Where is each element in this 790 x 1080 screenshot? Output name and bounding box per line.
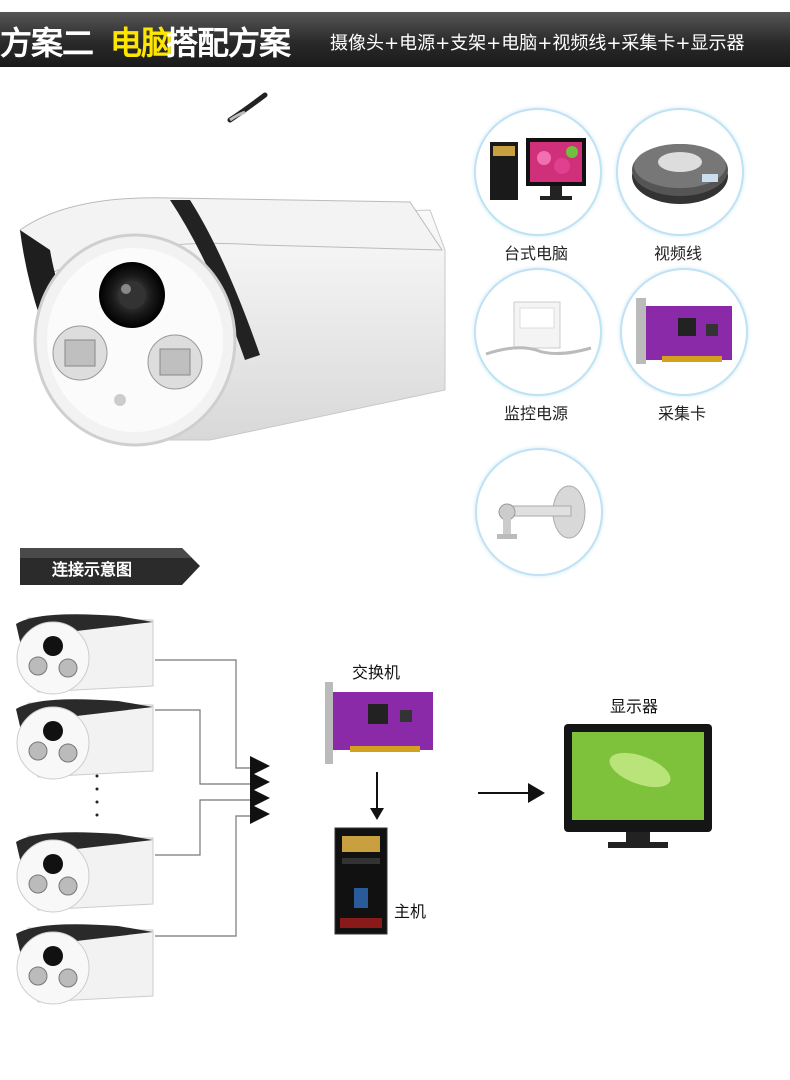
- product-label-power: 监控电源: [503, 404, 568, 423]
- header-bar: 方案二 电脑 搭配方案 摄像头+电源+支架+电脑+视频线+采集卡+显示器: [0, 12, 790, 67]
- product-power-adapter: [474, 268, 602, 396]
- section-title: 连接示意图: [52, 560, 133, 579]
- cable-end-icon: [227, 92, 268, 123]
- host-label: 主机: [394, 902, 427, 921]
- down-arrow-icon: [370, 772, 384, 820]
- camera-bracket-icon: [497, 485, 586, 539]
- title-part2: 搭配方案: [166, 24, 291, 62]
- monitor-label: 显示器: [610, 697, 659, 716]
- title-highlight: 电脑: [110, 24, 173, 62]
- video-cable-icon: [632, 144, 728, 204]
- camera-2-icon: [15, 698, 154, 780]
- merge-arrows-icon: [250, 756, 270, 824]
- product-desktop-computer: [474, 108, 602, 236]
- product-capture-card: [620, 268, 748, 396]
- connection-diagram: [15, 613, 712, 1005]
- title-part1: 方案二: [0, 24, 94, 62]
- switch-label: 交换机: [352, 663, 401, 682]
- header-subtitle: 摄像头+电源+支架+电脑+视频线+采集卡+显示器: [330, 33, 745, 54]
- product-label-card: 采集卡: [657, 404, 706, 423]
- product-video-cable: [616, 108, 744, 236]
- right-arrow-icon: [478, 783, 545, 803]
- product-camera-bracket: [475, 448, 603, 576]
- host-pc-icon: [334, 827, 388, 935]
- camera-3-icon: [15, 831, 154, 913]
- power-adapter-icon: [485, 301, 592, 356]
- capture-card-icon: [636, 298, 732, 364]
- camera-4-icon: [15, 923, 154, 1005]
- ellipsis-dots: [95, 774, 99, 817]
- switch-card-icon: [325, 682, 433, 764]
- desktop-computer-icon: [490, 138, 586, 200]
- monitor-icon: [564, 724, 712, 848]
- product-label-cable: 视频线: [653, 244, 702, 263]
- camera-1-icon: [15, 613, 154, 695]
- product-label-desktop: 台式电脑: [503, 244, 568, 263]
- bullet-camera-icon: [19, 197, 446, 447]
- section-tag: 连接示意图: [20, 548, 200, 585]
